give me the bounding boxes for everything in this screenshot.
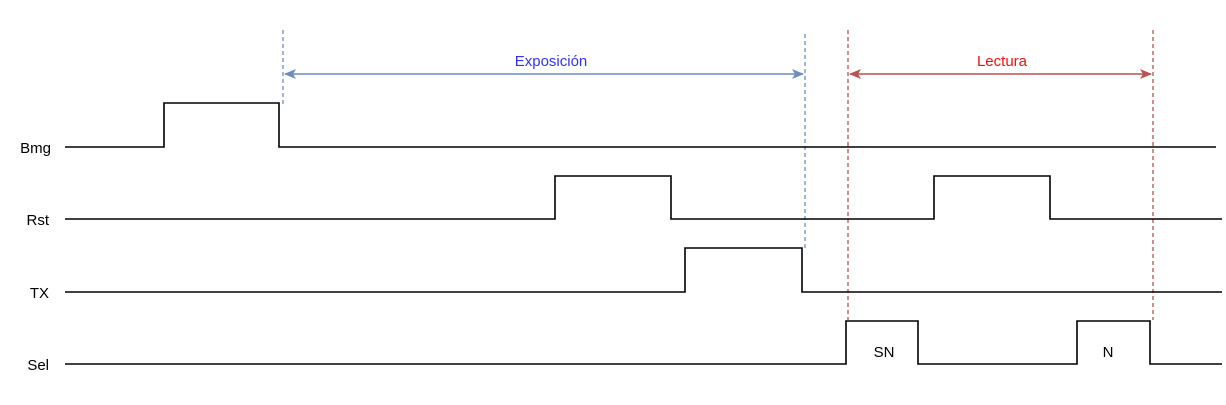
waveform-sel bbox=[65, 320, 1222, 365]
waveform-bmg bbox=[65, 102, 1216, 148]
sel-pulse-label-n: N bbox=[1103, 344, 1114, 361]
signal-label-tx: TX bbox=[30, 285, 49, 302]
waveform-tx bbox=[65, 247, 1222, 293]
signal-label-sel: Sel bbox=[27, 357, 49, 374]
signal-label-rst: Rst bbox=[27, 212, 50, 229]
readout-label: Lectura bbox=[977, 53, 1028, 70]
signal-label-bmg: Bmg bbox=[20, 140, 51, 157]
sel-pulse-label-sn: SN bbox=[874, 344, 895, 361]
exposure-label: Exposición bbox=[515, 53, 588, 70]
waveform-rst bbox=[65, 175, 1222, 220]
